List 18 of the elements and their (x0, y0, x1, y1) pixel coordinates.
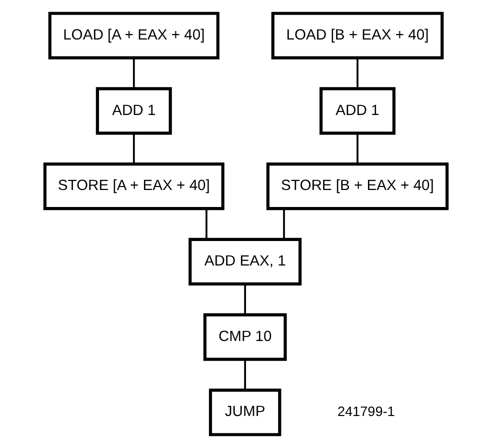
node-box: ADD EAX, 1 (188, 238, 302, 286)
node-box: STORE [B + EAX + 40] (266, 162, 449, 210)
connector (356, 134, 358, 164)
node-box: JUMP (208, 388, 282, 436)
node-box: ADD 1 (96, 87, 172, 135)
connector (132, 134, 135, 164)
connector (283, 208, 285, 240)
connector (132, 58, 135, 88)
node-box: STORE [A + EAX + 40] (43, 162, 224, 210)
node-box: CMP 10 (203, 313, 287, 361)
connector (206, 208, 208, 240)
node-box: LOAD [A + EAX + 40] (48, 12, 220, 60)
node-box: ADD 1 (320, 87, 396, 135)
node-box: LOAD [B + EAX + 40] (271, 12, 444, 60)
connector (244, 360, 246, 390)
connector (244, 284, 246, 314)
connector (356, 58, 358, 88)
label: 241799-1 (337, 404, 395, 419)
